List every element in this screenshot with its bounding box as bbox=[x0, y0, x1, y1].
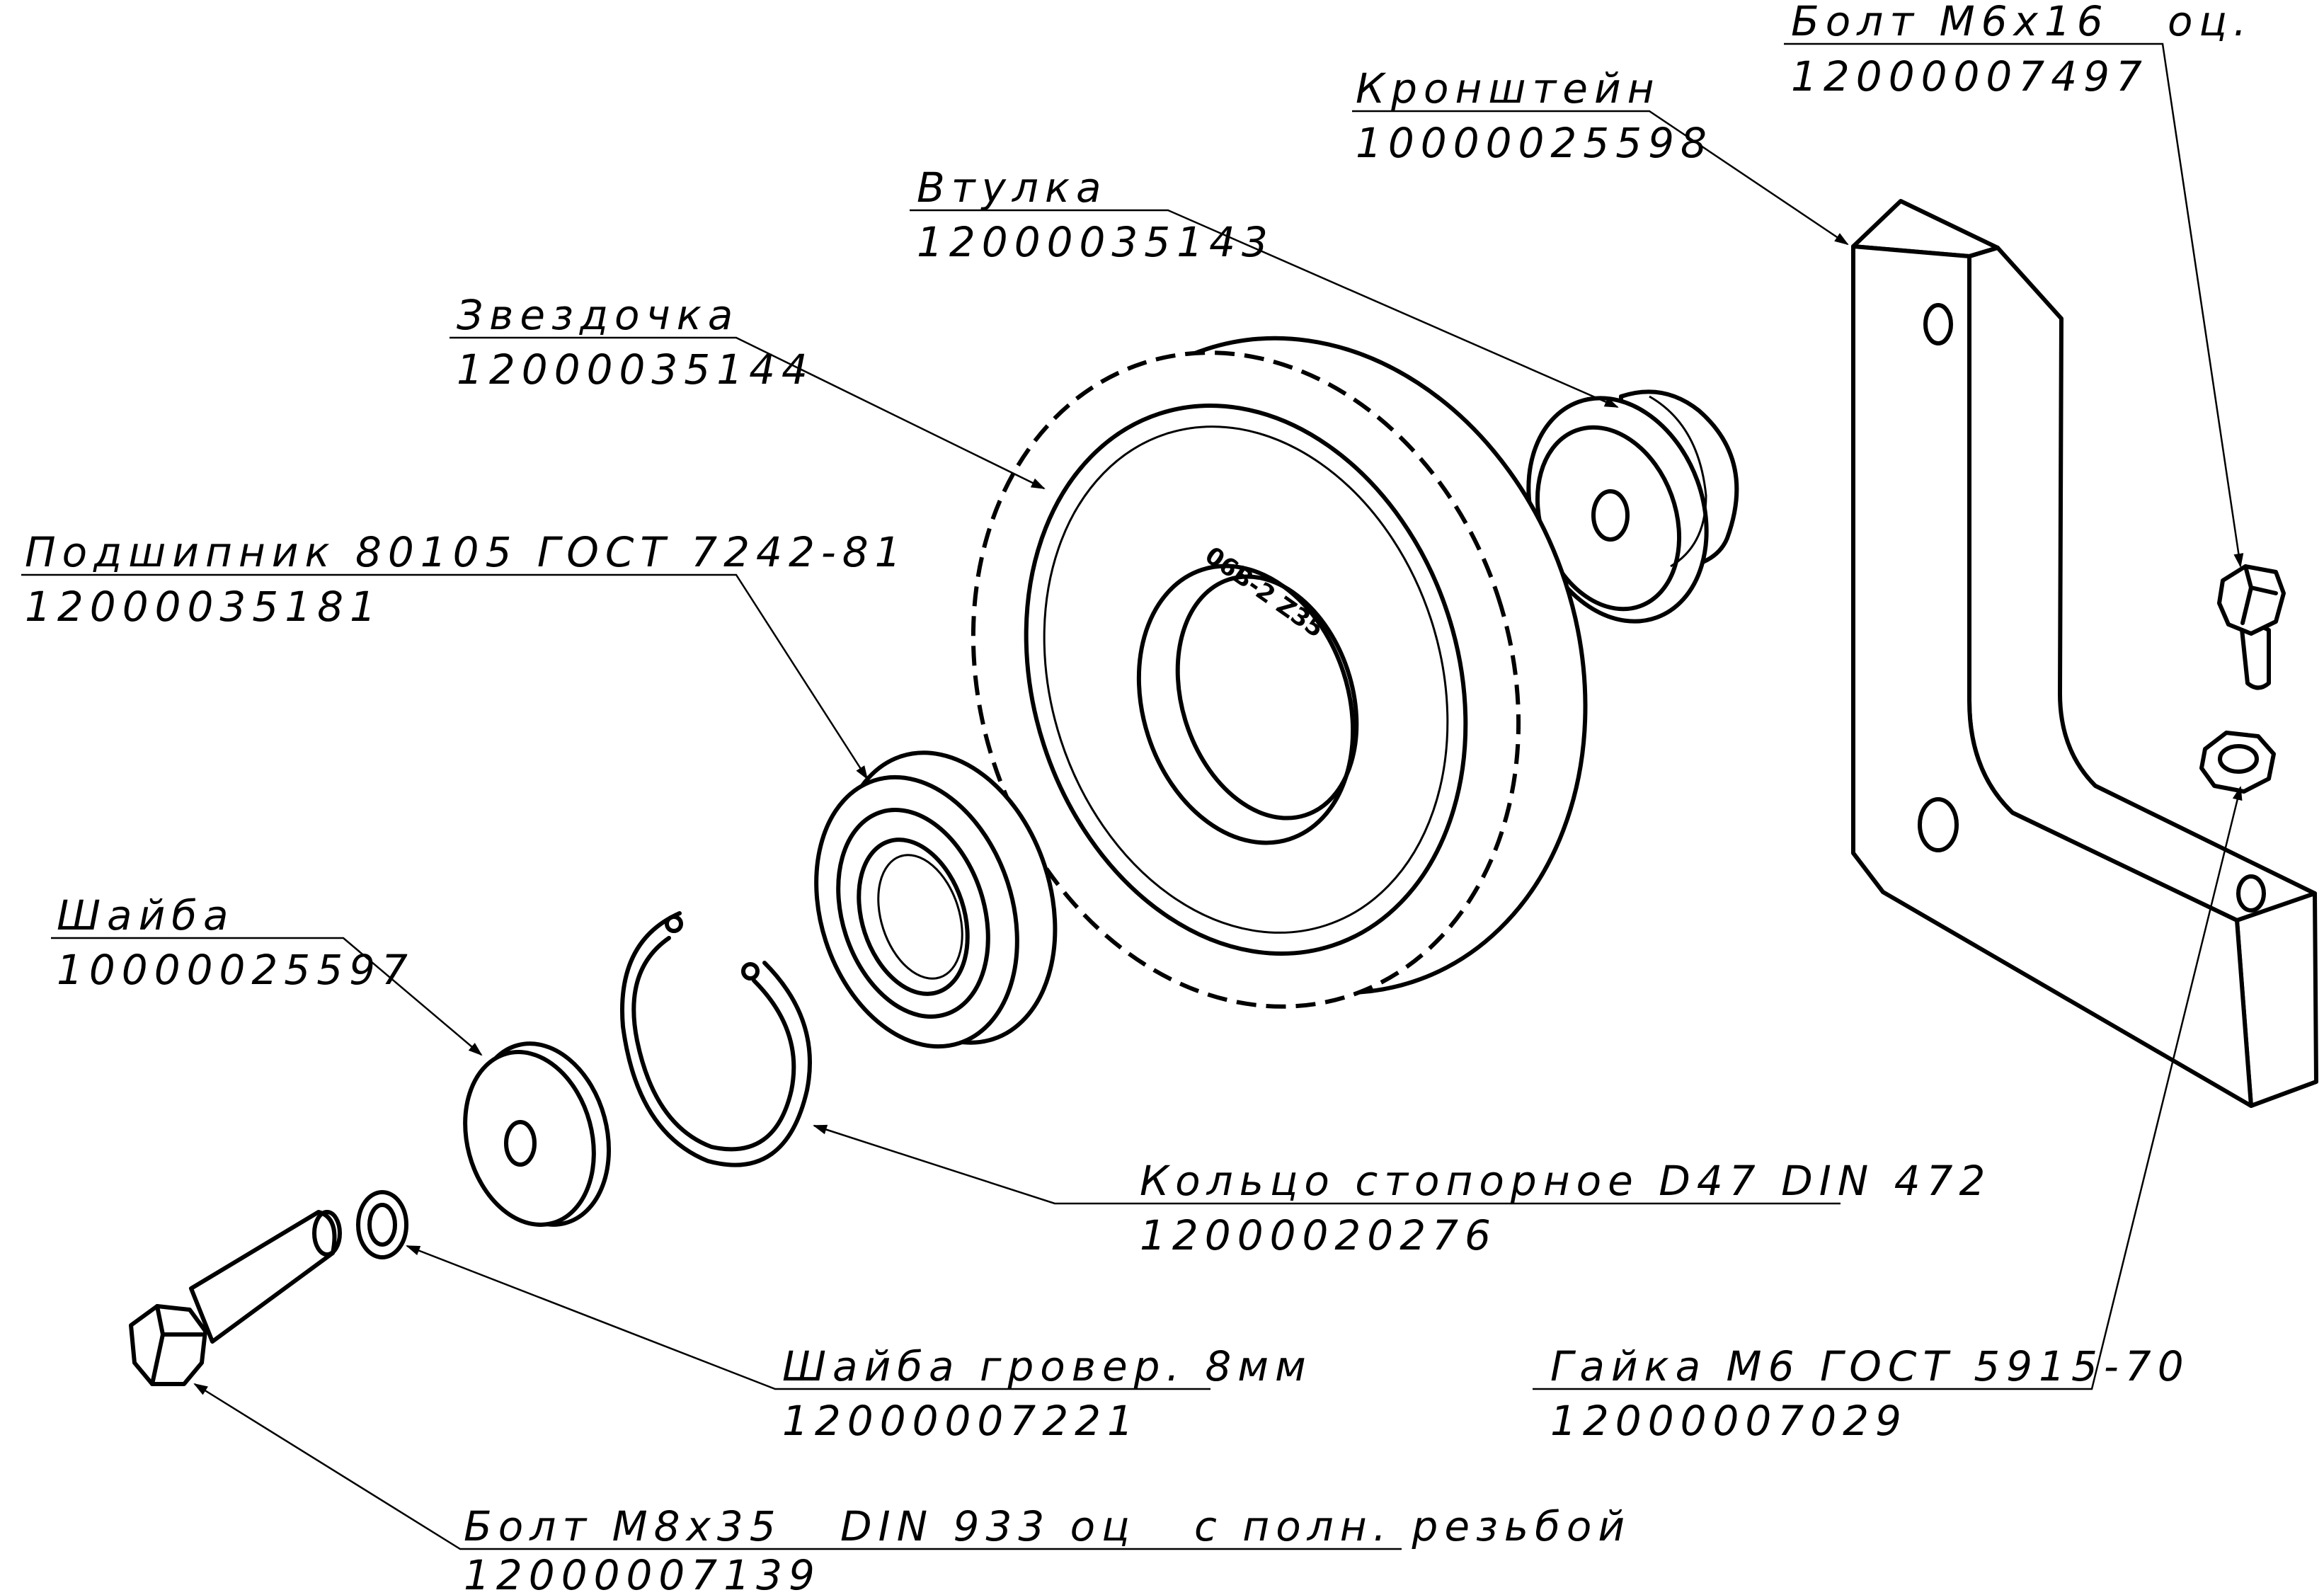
callout-spring-washer: Шайба гровер. 8мм 12000007221 bbox=[782, 1342, 1312, 1445]
callout-name: Шайба гровер. 8мм bbox=[782, 1342, 1312, 1390]
callout-name: Болт М8х35 DIN 933 оц с полн. резьбой bbox=[464, 1502, 1631, 1550]
callout-bracket: Кронштейн 10000025598 bbox=[1356, 64, 1713, 167]
callout-code: 12000035144 bbox=[457, 345, 814, 394]
spring-washer-part bbox=[356, 1190, 408, 1259]
bracket-part bbox=[1851, 199, 2318, 1108]
callout-code: 12000007221 bbox=[782, 1397, 1140, 1445]
callout-name: Кольцо стопорное D47 DIN 472 bbox=[1140, 1157, 1991, 1205]
retaining-ring-part bbox=[620, 911, 812, 1167]
callout-bolt-m6: Болт М6х16 оц. 12000007497 bbox=[1791, 0, 2253, 101]
callout-nut-m6: Гайка М6 ГОСТ 5915-70 12000007029 bbox=[1550, 1342, 2190, 1445]
callout-code: 12000035181 bbox=[25, 583, 382, 631]
callout-bearing: Подшипник 80105 ГОСТ 7242-81 12000035181 bbox=[25, 528, 908, 631]
callout-name: Втулка bbox=[917, 164, 1108, 212]
callout-code: 10000025597 bbox=[57, 946, 414, 994]
callout-retaining-ring: Кольцо стопорное D47 DIN 472 12000020276 bbox=[1140, 1157, 1991, 1259]
callout-name: Подшипник 80105 ГОСТ 7242-81 bbox=[25, 528, 908, 576]
bolt-m6-part bbox=[2217, 564, 2286, 690]
callout-code: 12000007497 bbox=[1791, 52, 2148, 101]
callout-code: 12000035143 bbox=[917, 218, 1274, 266]
callout-name: Гайка М6 ГОСТ 5915-70 bbox=[1550, 1342, 2190, 1390]
callout-code: 10000025598 bbox=[1356, 119, 1713, 167]
callout-bushing: Втулка 12000035143 bbox=[917, 164, 1274, 266]
callout-name: Кронштейн bbox=[1356, 64, 1661, 113]
nut-m6-part bbox=[2199, 731, 2276, 794]
callout-name: Болт М6х16 оц. bbox=[1791, 0, 2253, 45]
callout-bolt-m8: Болт М8х35 DIN 933 оц с полн. резьбой 12… bbox=[464, 1502, 1631, 1595]
callout-code: 12000007139 bbox=[464, 1551, 821, 1595]
washer-part bbox=[463, 1041, 612, 1227]
sprocket-part: 06B-2 Z35 bbox=[971, 336, 1588, 1009]
callout-code: 12000020276 bbox=[1140, 1211, 1497, 1259]
callout-washer: Шайба 10000025597 bbox=[57, 891, 414, 994]
bushing-part bbox=[1526, 389, 1739, 624]
leader-lines bbox=[21, 42, 2244, 1550]
callout-code: 12000007029 bbox=[1550, 1397, 1908, 1445]
bearing-part bbox=[814, 750, 1058, 1049]
callout-sprocket: Звездочка 12000035144 bbox=[457, 291, 814, 394]
callout-name: Звездочка bbox=[457, 291, 739, 339]
callout-name: Шайба bbox=[57, 891, 235, 939]
bolt-m8-part bbox=[129, 1210, 342, 1386]
